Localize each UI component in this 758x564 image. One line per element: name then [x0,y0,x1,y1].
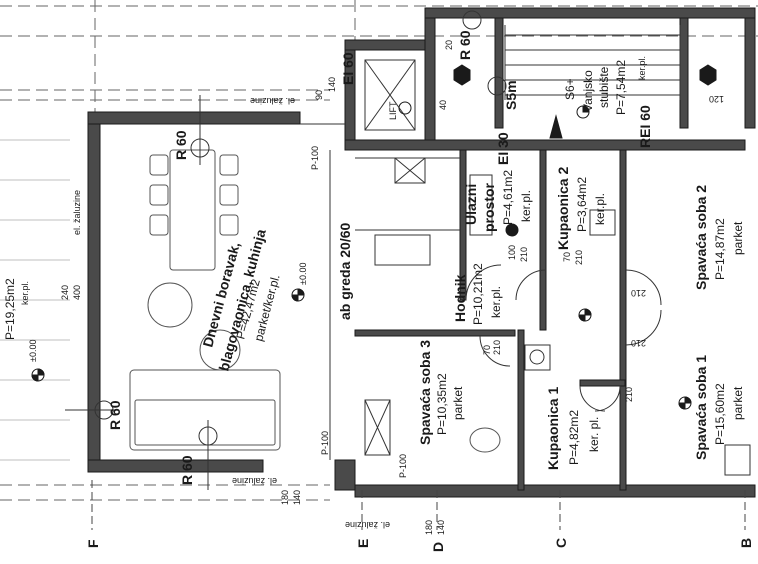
bedroom1-area: P=15,60m2 [713,383,727,445]
level-markers [31,64,717,410]
living-level: ±0.00 [298,263,308,285]
door-210-a: 210 [492,340,502,355]
terrace-area: P=19,25m2 [3,278,17,340]
dim-140: 140 [327,77,337,92]
bath2-area: P=3,64m2 [575,177,589,232]
bath2-name: Kupaonica 2 [555,167,571,250]
stairs-floor: ker.pl. [637,56,647,80]
door-100-a: 100 [507,245,517,260]
stairs-name-2: stubište [597,66,611,108]
dim-40: 40 [438,100,448,110]
bath1-floor: ker. pl. [587,417,601,452]
stairs-area: P=7,54m2 [614,60,628,115]
axis-lines [91,480,746,530]
p100-c: P-100 [398,454,408,478]
r60-left: R 60 [107,400,123,430]
door-80-e: 210 [631,338,646,348]
walls [87,7,756,498]
entry-name-1: Ulazni [463,184,479,225]
door-210-d: 210 [631,288,646,298]
r60-top: R 60 [173,130,189,160]
bedroom2-name: Spavaća soba 2 [693,185,709,290]
axis-e: E [355,539,371,548]
dim-140-b: 140 [436,520,446,535]
lift-label: LIFT [388,101,398,120]
beam-label: ab greda 20/60 [337,223,353,320]
hall-name: Hodnik [452,274,468,322]
ei30-label: EI 30 [495,132,511,165]
door-210-b: 210 [519,247,529,262]
door-swings [465,264,662,412]
entry-floor: ker.pl. [519,190,533,222]
rei60-label: REI 60 [637,105,653,148]
dim-400: 400 [72,285,82,300]
s5-label: S5m [503,80,519,110]
bedroom3-area: P=10,35m2 [435,373,449,435]
shutter-left: el. žaluzine [72,190,82,235]
stairs-name-1: Vanjsko [581,70,595,112]
dim-180-b: 180 [424,520,434,535]
axis-c: C [553,538,569,548]
bath1-area: P=4,82m2 [567,410,581,465]
entry-name-2: prostor [481,182,497,232]
axis-d: D [430,542,446,552]
axis-labels: F E D C B [85,538,754,552]
shutter-bottom-2: el. žaluzine [345,520,390,530]
terrace-floor: ker.pl. [20,281,30,305]
bedroom3-name: Spavaća soba 3 [417,340,433,445]
shutter-bottom: el. žaluzine [232,476,277,486]
p100-b: P-100 [320,431,330,455]
bedroom2-area: P=14,87m2 [713,218,727,280]
r60-bottom: R 60 [179,455,195,485]
dim-120: 120 [709,94,724,104]
axis-f: F [85,539,101,548]
terrace-level: ±0.00 [28,340,38,362]
bedroom1-name: Spavaća soba 1 [693,355,709,460]
terrace-hatch [0,139,70,461]
bedroom2-floor: parket [731,221,745,255]
axis-b: B [738,538,754,548]
hall-floor: ker.pl. [489,286,503,318]
door-70-b: 70 [562,252,572,262]
dim-90: 90 [314,90,324,100]
p100-a: P-100 [310,146,320,170]
section-markers [65,10,507,490]
entry-area: P=4,61m2 [501,170,515,225]
shutter-top: el. žaluzine [250,96,295,106]
bath1-name: Kupaonica 1 [545,387,561,470]
hall-area: P=10,21m2 [471,263,485,325]
dim-20: 20 [444,40,454,50]
dim-180-a: 180 [280,490,290,505]
grid-lines [0,0,758,501]
ei60-label: EI 60 [340,52,356,85]
interior-lines [300,25,751,476]
door-210-f: 210 [624,387,634,402]
dim-140-a: 140 [292,490,302,505]
dim-240: 240 [60,285,70,300]
door-70-210-a: 70 [482,345,492,355]
r60-top-right: R 60 [457,30,473,60]
room-labels: P=19,25m2 ker.pl. ±0.00 el. žaluzine 240… [3,30,745,535]
bath2-floor: ker.pl. [593,193,607,225]
bedroom1-floor: parket [731,386,745,420]
door-210-c: 210 [574,250,584,265]
s6-label: S6+ [563,78,577,100]
bedroom3-floor: parket [451,386,465,420]
